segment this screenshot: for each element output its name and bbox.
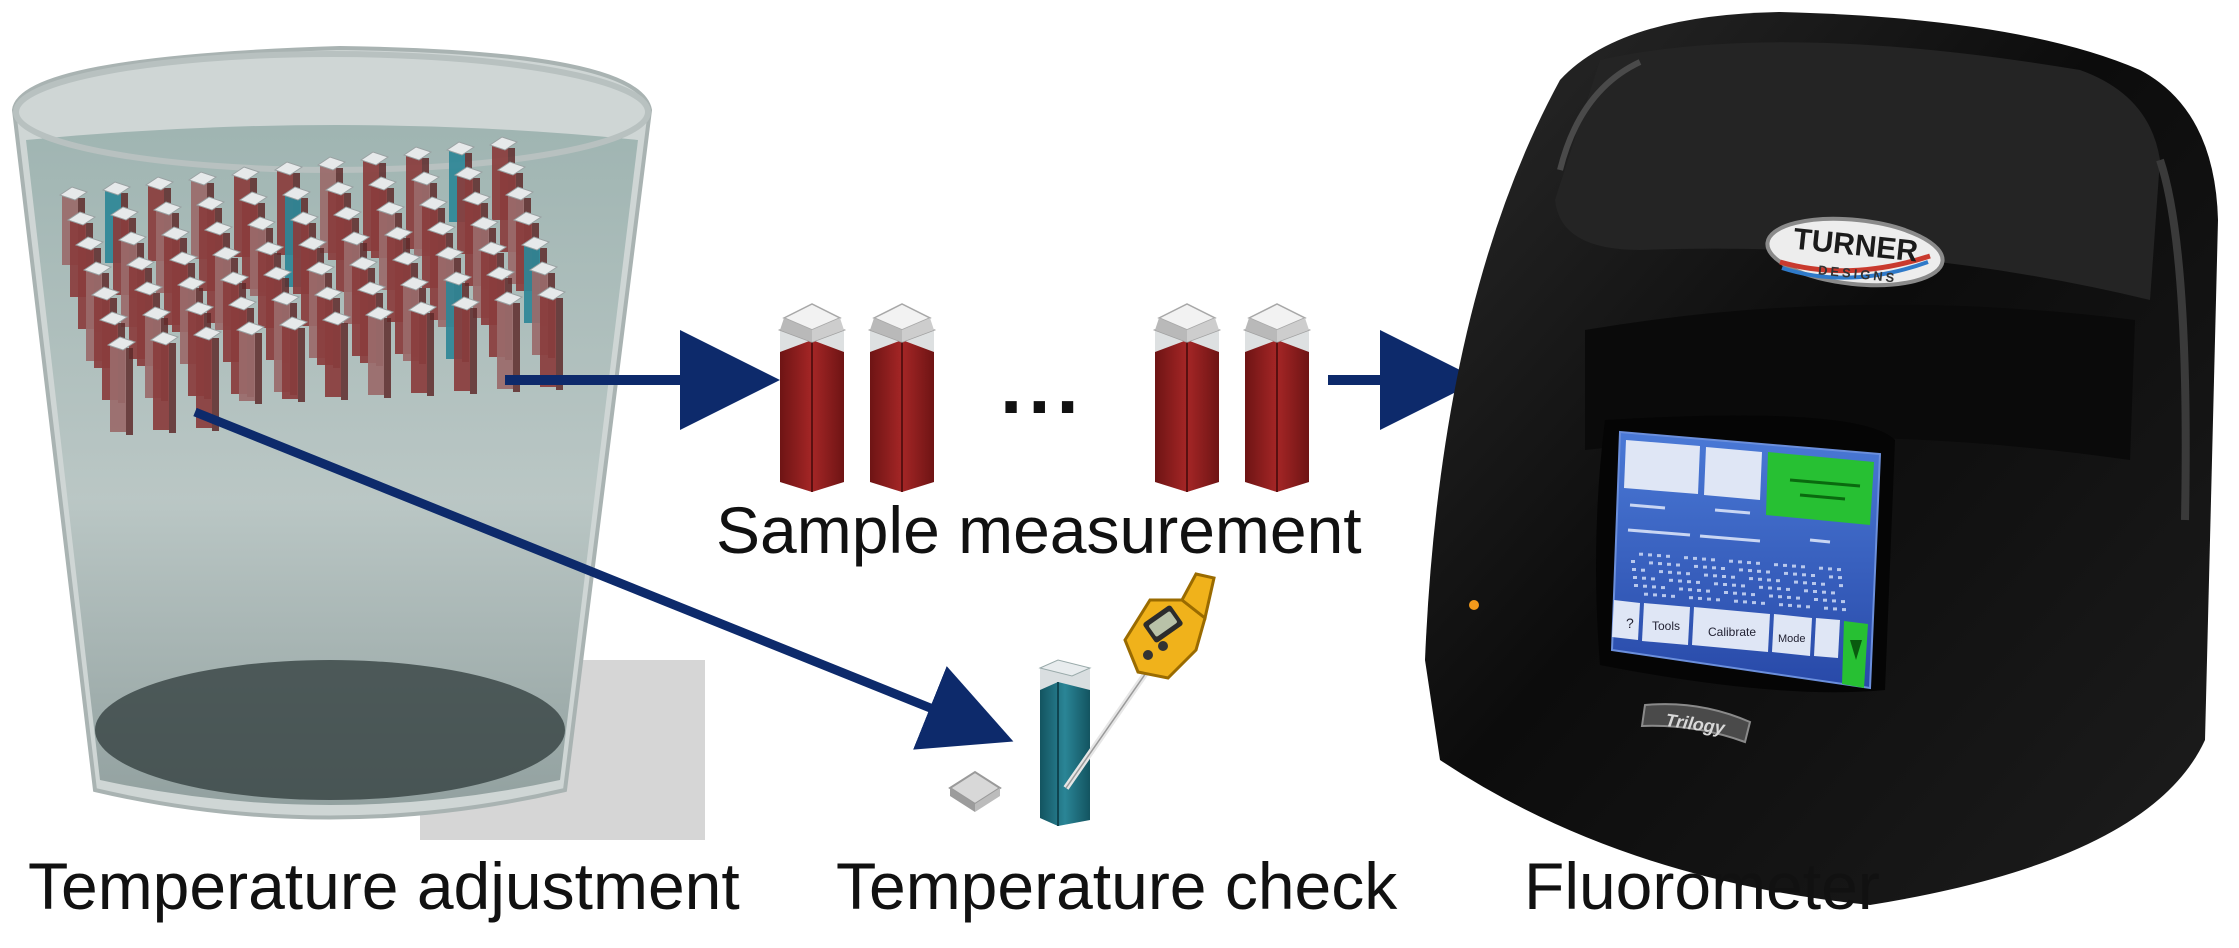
rack-cuvette — [192, 326, 223, 431]
arrow-diagonal-icon — [193, 407, 1014, 750]
ellipsis: ... — [1000, 341, 1085, 430]
caption-fluorometer: Fluorometer — [1524, 849, 1880, 923]
screen-box — [1624, 440, 1700, 494]
cuvette-cap-side — [950, 788, 975, 812]
thermometer-icon — [1063, 572, 1216, 790]
rack-cuvette — [278, 316, 309, 402]
cuvette-icon — [777, 303, 847, 492]
screen-help-button — [1612, 600, 1640, 640]
rack-cuvette — [493, 291, 524, 392]
rack-cuvette — [321, 311, 352, 400]
rack-cuvette — [536, 286, 567, 390]
rack-cuvette — [364, 306, 395, 398]
cuvette-cap-side — [975, 788, 1000, 812]
screen-help-label: ? — [1626, 615, 1634, 631]
caption-temperature-adjustment: Temperature adjustment — [28, 849, 740, 923]
water-bath — [11, 45, 705, 840]
screen-mode-label: Mode — [1778, 633, 1806, 645]
cuvette-icon — [1152, 303, 1222, 492]
caption-temperature-check: Temperature check — [836, 849, 1398, 923]
screen-calibrate-label: Calibrate — [1708, 625, 1756, 639]
status-led — [1469, 600, 1479, 610]
screen-tools-label: Tools — [1652, 619, 1680, 633]
rack-cuvette — [407, 301, 438, 396]
sample-cuvettes — [777, 303, 1312, 492]
brand-badge: TURNER DESIGNS — [1765, 216, 1945, 288]
screen-table — [1631, 552, 1846, 612]
rack-cuvette — [149, 331, 180, 433]
cuvette-icon — [867, 303, 937, 492]
rack-cuvette — [235, 321, 266, 404]
device-screen: ? Tools Calibrate Mode — [1610, 430, 1882, 690]
screen-mode-button — [1772, 614, 1812, 656]
screen-calibrate-button — [1692, 607, 1770, 652]
screen-button — [1814, 618, 1840, 658]
screen-green-box — [1766, 452, 1874, 525]
screen-box — [1704, 447, 1762, 500]
screen-buttons: ? Tools Calibrate Mode — [1612, 600, 1868, 688]
cuvette-icon — [1038, 659, 1092, 826]
device-lid — [1555, 42, 2160, 300]
caption-sample-measurement: Sample measurement — [716, 493, 1362, 567]
rack-cuvette — [450, 296, 481, 394]
model-badge — [1640, 703, 1752, 744]
screen-tools-button — [1642, 603, 1690, 645]
fluorometer-device: TURNER DESIGNS — [1425, 12, 2218, 905]
rack-cuvette — [106, 336, 137, 435]
bath-bottom — [95, 660, 565, 800]
temperature-check-group — [948, 572, 1216, 826]
screen-readout — [1627, 503, 1831, 544]
cuvette-icon — [1242, 303, 1312, 492]
cuvette-rack — [58, 136, 567, 435]
arrows — [193, 330, 1480, 750]
